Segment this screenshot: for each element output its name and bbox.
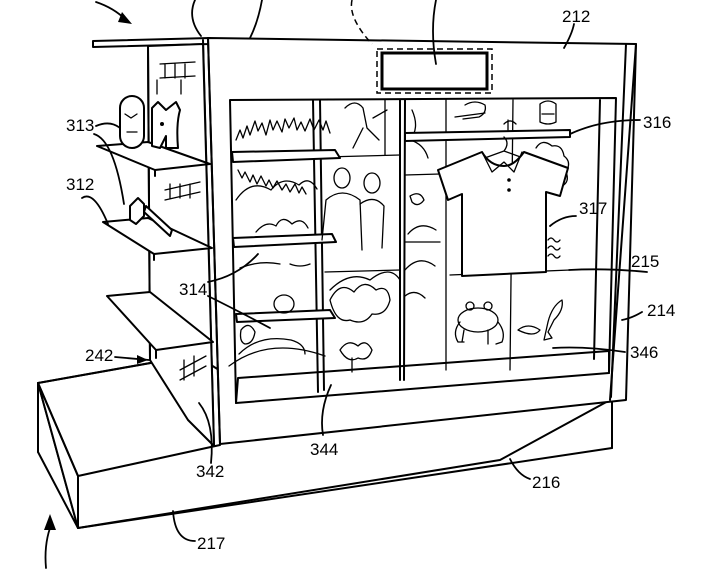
- leader-312: [81, 195, 109, 225]
- frog-illustration: [454, 301, 504, 345]
- side-shelf-3: [106, 291, 214, 351]
- figurine-animal: [151, 101, 181, 149]
- label-214: 214: [647, 301, 675, 320]
- label-314: 314: [179, 280, 207, 299]
- reference-numerals: 212 316 313 312 317 215 314 214 242 346 …: [66, 7, 675, 553]
- label-346: 346: [630, 343, 658, 362]
- flat-item: [143, 205, 173, 237]
- garment-shirt: [437, 151, 569, 277]
- window-shelf-3: [235, 309, 336, 323]
- leader-215: [568, 268, 648, 273]
- label-242: 242: [85, 346, 113, 365]
- leader-314a: [207, 253, 259, 283]
- leader-lines: [44, 0, 648, 569]
- leader-216: [509, 458, 531, 480]
- leader-214: [621, 311, 643, 321]
- label-215: 215: [631, 252, 659, 271]
- leader-217: [172, 510, 196, 542]
- label-342: 342: [196, 462, 224, 481]
- label-212: 212: [562, 7, 590, 26]
- label-216: 216: [532, 473, 560, 492]
- bush-illustration: [329, 283, 391, 323]
- sign-dashed-outline: [376, 48, 493, 94]
- display-window: [229, 97, 617, 404]
- figurine-face: [119, 95, 145, 149]
- label-317: 317: [579, 199, 607, 218]
- vase-item: [129, 197, 145, 225]
- label-344: 344: [310, 440, 338, 459]
- side-shelving-unit: [96, 43, 215, 447]
- cabinet: [92, 37, 637, 447]
- label-312: 312: [66, 175, 94, 194]
- leader-212: [563, 23, 575, 49]
- crowd-illustration: [235, 117, 331, 141]
- window-shelf-1: [231, 149, 341, 163]
- face-illustration: [454, 101, 487, 120]
- bird-illustration: [517, 299, 563, 341]
- window-shelf-2: [232, 233, 337, 248]
- leader-344: [321, 384, 332, 436]
- arrow-bottom-left: [44, 527, 51, 569]
- leader-313b: [93, 133, 125, 205]
- leader-317: [549, 215, 577, 227]
- two-people-illustration: [321, 167, 385, 251]
- hanging-rod: [404, 129, 571, 142]
- label-217: 217: [197, 534, 225, 553]
- leader-314b: [207, 295, 271, 329]
- label-313: 313: [66, 116, 94, 135]
- leader-346: [552, 346, 626, 353]
- leader-313a: [95, 122, 121, 129]
- leader-342: [198, 402, 213, 464]
- label-316: 316: [643, 113, 671, 132]
- leader-316: [569, 119, 641, 135]
